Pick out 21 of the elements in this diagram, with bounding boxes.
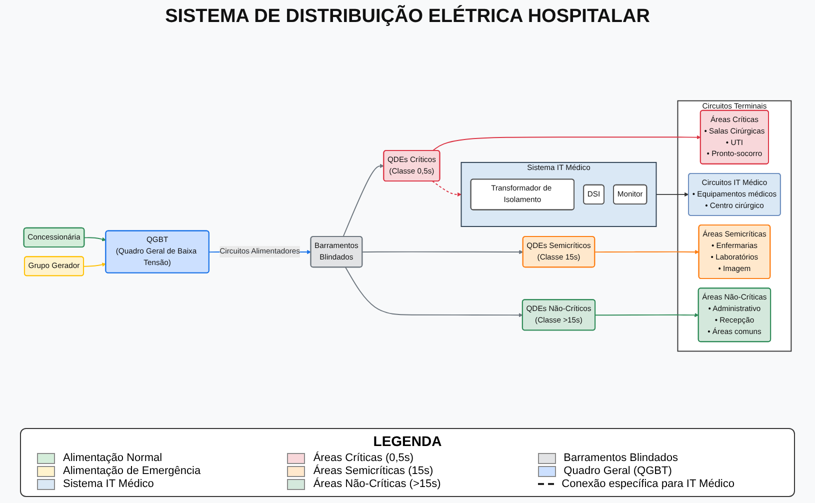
- arrow: [432, 135, 701, 152]
- legend-title: LEGENDA: [372, 433, 443, 449]
- legend-text: Conexão específica para IT Médico: [562, 478, 734, 490]
- legend-text: Áreas Semicríticas (15s): [313, 465, 434, 477]
- legend-text: Barramentos Blindados: [564, 452, 678, 464]
- arrow: [594, 250, 700, 254]
- arrow: [84, 237, 106, 242]
- arrow: [594, 312, 699, 318]
- legend-text: Áreas Críticas (0,5s): [313, 452, 414, 464]
- legend-text: Alimentação de Emergência: [63, 465, 201, 477]
- legend-text: Quadro Geral (QGBT): [564, 465, 672, 477]
- arrow: [345, 266, 523, 318]
- legend-text: Alimentação Normal: [63, 452, 162, 464]
- arrow: [432, 180, 462, 197]
- arrow: [656, 192, 689, 197]
- legend-text: Sistema IT Médico: [63, 478, 154, 490]
- arrow: [83, 262, 106, 267]
- diagram-title: SISTEMA DE DISTRIBUIÇÃO ELÉTRICA HOSPITALAR: [164, 6, 651, 28]
- arrow: [342, 164, 384, 238]
- arrow: [362, 250, 524, 254]
- legend-text: Áreas Não-Críticas (>15s): [313, 478, 441, 490]
